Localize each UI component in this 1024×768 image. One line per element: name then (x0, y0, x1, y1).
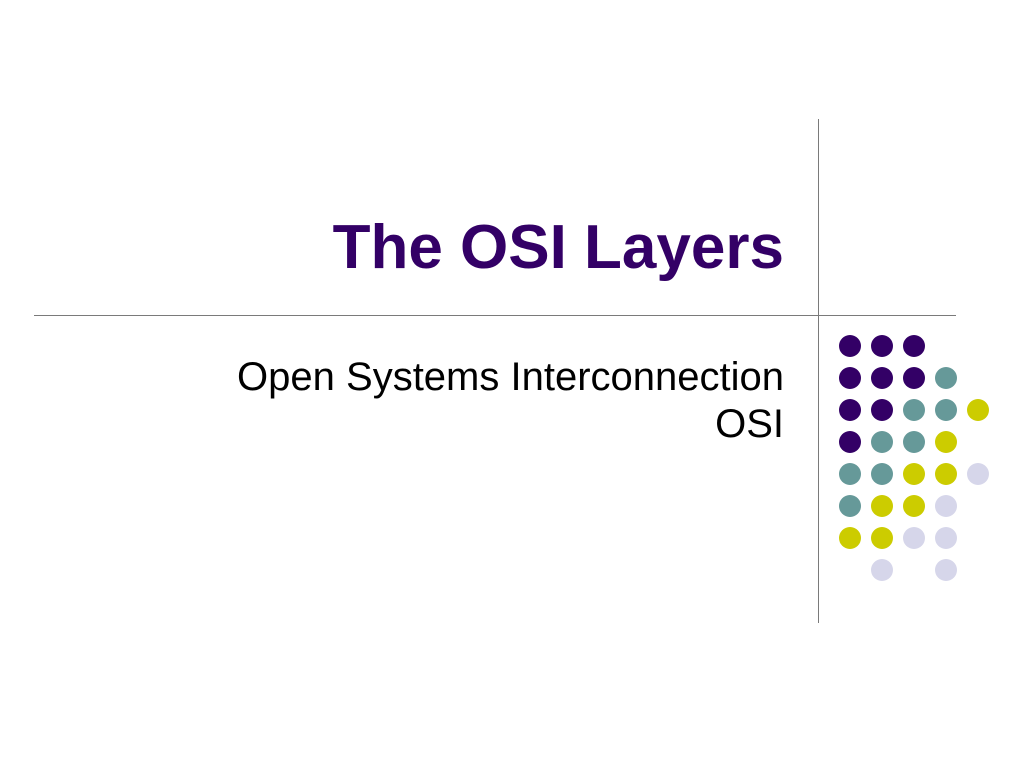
decorative-dot (935, 367, 957, 389)
decorative-dot (871, 527, 893, 549)
decorative-dot (871, 367, 893, 389)
decorative-dot (839, 527, 861, 549)
decorative-dot (871, 399, 893, 421)
decorative-dot (903, 495, 925, 517)
decorative-dot (871, 335, 893, 357)
subtitle-line-1: Open Systems Interconnection (237, 355, 784, 399)
slide-title: The OSI Layers (332, 213, 784, 282)
decorative-dot (967, 399, 989, 421)
decorative-dot (935, 431, 957, 453)
decorative-dot (839, 399, 861, 421)
decorative-dot (903, 367, 925, 389)
slide-subtitle: Open Systems Interconnection OSI (237, 354, 784, 448)
decorative-dot (903, 431, 925, 453)
decorative-dot (903, 399, 925, 421)
decorative-dot (871, 495, 893, 517)
decorative-dot (935, 463, 957, 485)
decorative-dot (839, 367, 861, 389)
decorative-dot (903, 463, 925, 485)
decorative-dot (871, 463, 893, 485)
decorative-dot (967, 463, 989, 485)
decorative-dot (871, 431, 893, 453)
vertical-divider (818, 119, 819, 623)
decorative-dot (839, 431, 861, 453)
decorative-dot (839, 335, 861, 357)
decorative-dot (839, 463, 861, 485)
decorative-dot (903, 527, 925, 549)
decorative-dot (935, 495, 957, 517)
horizontal-divider (34, 315, 956, 316)
decorative-dot (935, 559, 957, 581)
decorative-dot (935, 527, 957, 549)
decorative-dot (871, 559, 893, 581)
decorative-dot (935, 399, 957, 421)
decorative-dot (839, 495, 861, 517)
decorative-dot (903, 335, 925, 357)
subtitle-line-2: OSI (715, 402, 784, 446)
